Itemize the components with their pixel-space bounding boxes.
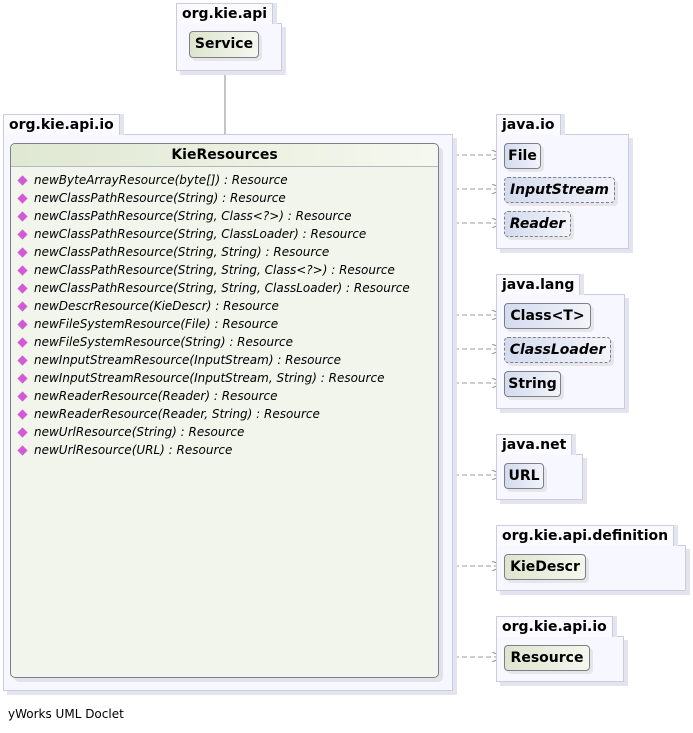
method-icon: [17, 301, 28, 312]
class-classloader[interactable]: ClassLoader: [504, 337, 611, 363]
method-icon: [17, 247, 28, 258]
method-item[interactable]: newClassPathResource(String, String, Cla…: [16, 261, 438, 279]
package-java-lang-label: java.lang: [496, 274, 581, 295]
class-kiedescr[interactable]: KieDescr: [504, 554, 586, 580]
method-icon: [17, 283, 28, 294]
method-item[interactable]: newFileSystemResource(File) : Resource: [16, 315, 438, 333]
class-url[interactable]: URL: [504, 463, 544, 489]
method-item[interactable]: newClassPathResource(String, ClassLoader…: [16, 225, 438, 243]
method-item[interactable]: newInputStreamResource(InputStream) : Re…: [16, 351, 438, 369]
method-item[interactable]: newByteArrayResource(byte[]) : Resource: [16, 171, 438, 189]
package-org-kie-api-label: org.kie.api: [176, 3, 274, 24]
method-item[interactable]: newFileSystemResource(String) : Resource: [16, 333, 438, 351]
method-item[interactable]: newUrlResource(URL) : Resource: [16, 441, 438, 459]
caption: yWorks UML Doclet: [8, 707, 124, 721]
package-org-kie-api-io-label: org.kie.api.io: [3, 114, 120, 135]
method-item[interactable]: newUrlResource(String) : Resource: [16, 423, 438, 441]
method-icon: [17, 355, 28, 366]
class-resource[interactable]: Resource: [504, 645, 590, 671]
method-icon: [17, 409, 28, 420]
method-list: newByteArrayResource(byte[]) : Resource …: [11, 167, 438, 459]
method-icon: [17, 391, 28, 402]
package-org-kie-api-io-ref-label: org.kie.api.io: [496, 616, 613, 637]
method-item[interactable]: newDescrResource(KieDescr) : Resource: [16, 297, 438, 315]
method-icon: [17, 319, 28, 330]
package-org-kie-api-definition-label: org.kie.api.definition: [496, 525, 675, 546]
class-class-t[interactable]: Class<T>: [504, 303, 591, 329]
class-inputstream[interactable]: InputStream: [504, 177, 615, 203]
method-item[interactable]: newReaderResource(Reader) : Resource: [16, 387, 438, 405]
class-kieresources-name: KieResources: [11, 144, 438, 167]
method-item[interactable]: newClassPathResource(String) : Resource: [16, 189, 438, 207]
class-kieresources[interactable]: KieResources newByteArrayResource(byte[]…: [10, 143, 439, 678]
method-item[interactable]: newClassPathResource(String, String, Cla…: [16, 279, 438, 297]
method-icon: [17, 175, 28, 186]
method-icon: [17, 193, 28, 204]
method-icon: [17, 265, 28, 276]
class-service[interactable]: Service: [189, 31, 259, 58]
method-icon: [17, 445, 28, 456]
method-icon: [17, 337, 28, 348]
method-icon: [17, 211, 28, 222]
class-string[interactable]: String: [504, 371, 561, 397]
method-item[interactable]: newClassPathResource(String, String) : R…: [16, 243, 438, 261]
method-icon: [17, 229, 28, 240]
method-item[interactable]: newClassPathResource(String, Class<?>) :…: [16, 207, 438, 225]
method-item[interactable]: newInputStreamResource(InputStream, Stri…: [16, 369, 438, 387]
class-reader[interactable]: Reader: [504, 211, 571, 237]
method-icon: [17, 373, 28, 384]
package-java-io-label: java.io: [496, 114, 561, 135]
method-icon: [17, 427, 28, 438]
class-file[interactable]: File: [504, 143, 541, 169]
package-java-net-label: java.net: [496, 434, 573, 455]
method-item[interactable]: newReaderResource(Reader, String) : Reso…: [16, 405, 438, 423]
